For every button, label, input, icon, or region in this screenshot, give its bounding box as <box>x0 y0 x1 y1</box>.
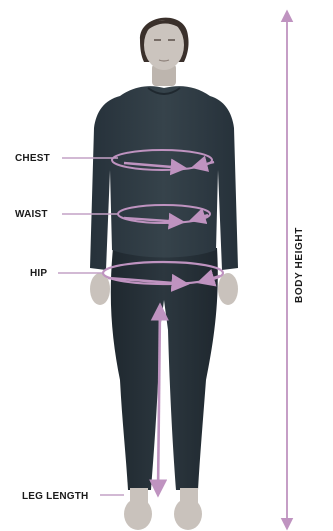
leg-length-label: LEG LENGTH <box>22 491 88 502</box>
right-hand <box>218 273 238 305</box>
body-height-label: BODY HEIGHT <box>294 205 308 325</box>
long-sleeve-top <box>90 86 238 270</box>
chest-label: CHEST <box>15 153 50 164</box>
hip-label: HIP <box>30 268 47 279</box>
waist-label: WAIST <box>15 209 48 220</box>
person-figure <box>90 18 238 530</box>
